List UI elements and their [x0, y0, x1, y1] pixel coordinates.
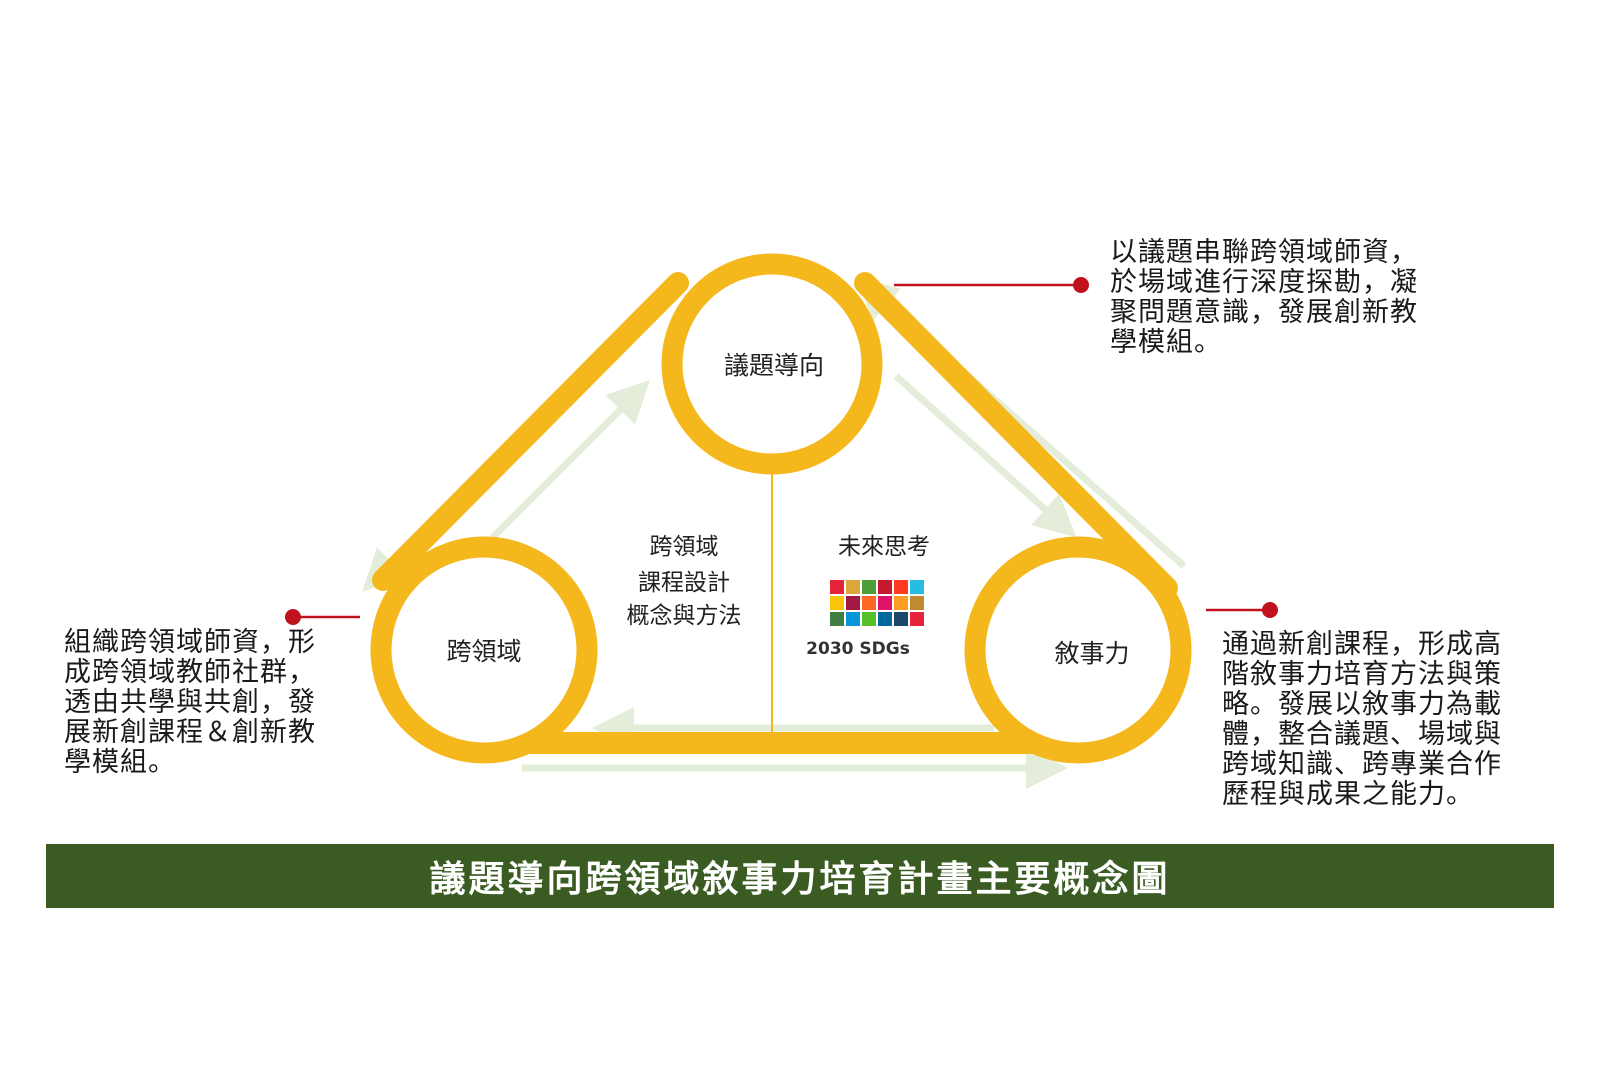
sdg-tile — [894, 596, 908, 610]
description-right-line: 歷程與成果之能力。 — [1222, 779, 1474, 810]
title-banner: 議題導向跨領域敘事力培育計畫主要概念圖 — [46, 844, 1554, 908]
node-right-ring — [964, 536, 1192, 764]
sdg-tile — [862, 612, 876, 626]
belt-left-edge — [372, 272, 689, 591]
node-top-label: 議題導向 — [724, 351, 824, 380]
description-top: 以議題串聯跨領域師資， 於場域進行深度探勘，凝 聚問題意識，發展創新教 學模組。 — [1110, 238, 1418, 358]
description-top-line: 學模組。 — [1110, 327, 1222, 358]
description-top-line: 於場域進行深度探勘，凝 — [1110, 267, 1418, 298]
sdg-tile — [830, 596, 844, 610]
arrow-inner-left-to-top — [489, 380, 650, 541]
description-left-line: 成跨領域教師社群， — [64, 657, 316, 688]
arrow-inner-top-to-right — [893, 373, 1077, 538]
center-left-line-2: 課程設計 — [638, 570, 730, 596]
connector-right-dot — [1262, 602, 1278, 618]
diagram-title: 議題導向跨領域敘事力培育計畫主要概念圖 — [429, 859, 1171, 900]
description-right-line: 體，整合議題、場域與 — [1222, 719, 1502, 750]
sdg-tile — [910, 596, 924, 610]
connectors — [285, 277, 1278, 625]
description-left-line: 展新創課程＆創新教 — [64, 717, 316, 748]
sdg-tile — [862, 580, 876, 594]
sdg-tile — [830, 612, 844, 626]
description-right-line: 跨域知識、跨專業合作 — [1222, 749, 1502, 780]
sdg-label: 2030 SDGs — [806, 639, 910, 659]
sdg-tile — [910, 612, 924, 626]
description-left-line: 組織跨領域師資，形 — [64, 627, 316, 658]
description-top-line: 聚問題意識，發展創新教 — [1110, 297, 1418, 328]
future-thinking-heading: 未來思考 — [838, 534, 930, 560]
node-left-ring — [370, 536, 598, 764]
description-right: 通過新創課程，形成高 階敘事力培育方法與策 略。發展以敘事力為載 體，整合議題、… — [1222, 630, 1502, 810]
connector-left-dot — [285, 609, 301, 625]
sdg-tile — [830, 580, 844, 594]
description-left-line: 學模組。 — [64, 747, 176, 778]
ring-belt — [372, 272, 1178, 754]
sdg-icon-grid — [830, 580, 924, 626]
description-top-line: 以議題串聯跨領域師資， — [1110, 237, 1418, 268]
description-right-line: 略。發展以敘事力為載 — [1222, 689, 1502, 720]
center-left-line-1: 跨領域 — [650, 534, 719, 560]
description-left: 組織跨領域師資，形 成跨領域教師社群， 透由共學與共創，發 展新創課程＆創新教 … — [64, 628, 316, 778]
sdg-tile — [846, 580, 860, 594]
sdg-tile — [878, 580, 892, 594]
node-top-ring — [661, 253, 883, 475]
sdg-tile — [910, 580, 924, 594]
node-right-label: 敘事力 — [1054, 639, 1129, 668]
sdg-tile — [846, 596, 860, 610]
node-left-label: 跨領域 — [446, 637, 521, 666]
belt-right-edge — [854, 272, 1178, 599]
description-right-line: 通過新創課程，形成高 — [1222, 629, 1502, 660]
connector-top-dot — [1073, 277, 1089, 293]
sdg-tile — [846, 612, 860, 626]
sdg-tile — [878, 596, 892, 610]
description-left-line: 透由共學與共創，發 — [64, 687, 316, 718]
center-left-line-3: 概念與方法 — [627, 603, 742, 629]
sdg-tile — [862, 596, 876, 610]
sdg-tile — [894, 580, 908, 594]
description-right-line: 階敘事力培育方法與策 — [1222, 659, 1502, 690]
sdg-tile — [878, 612, 892, 626]
sdg-tile — [894, 612, 908, 626]
